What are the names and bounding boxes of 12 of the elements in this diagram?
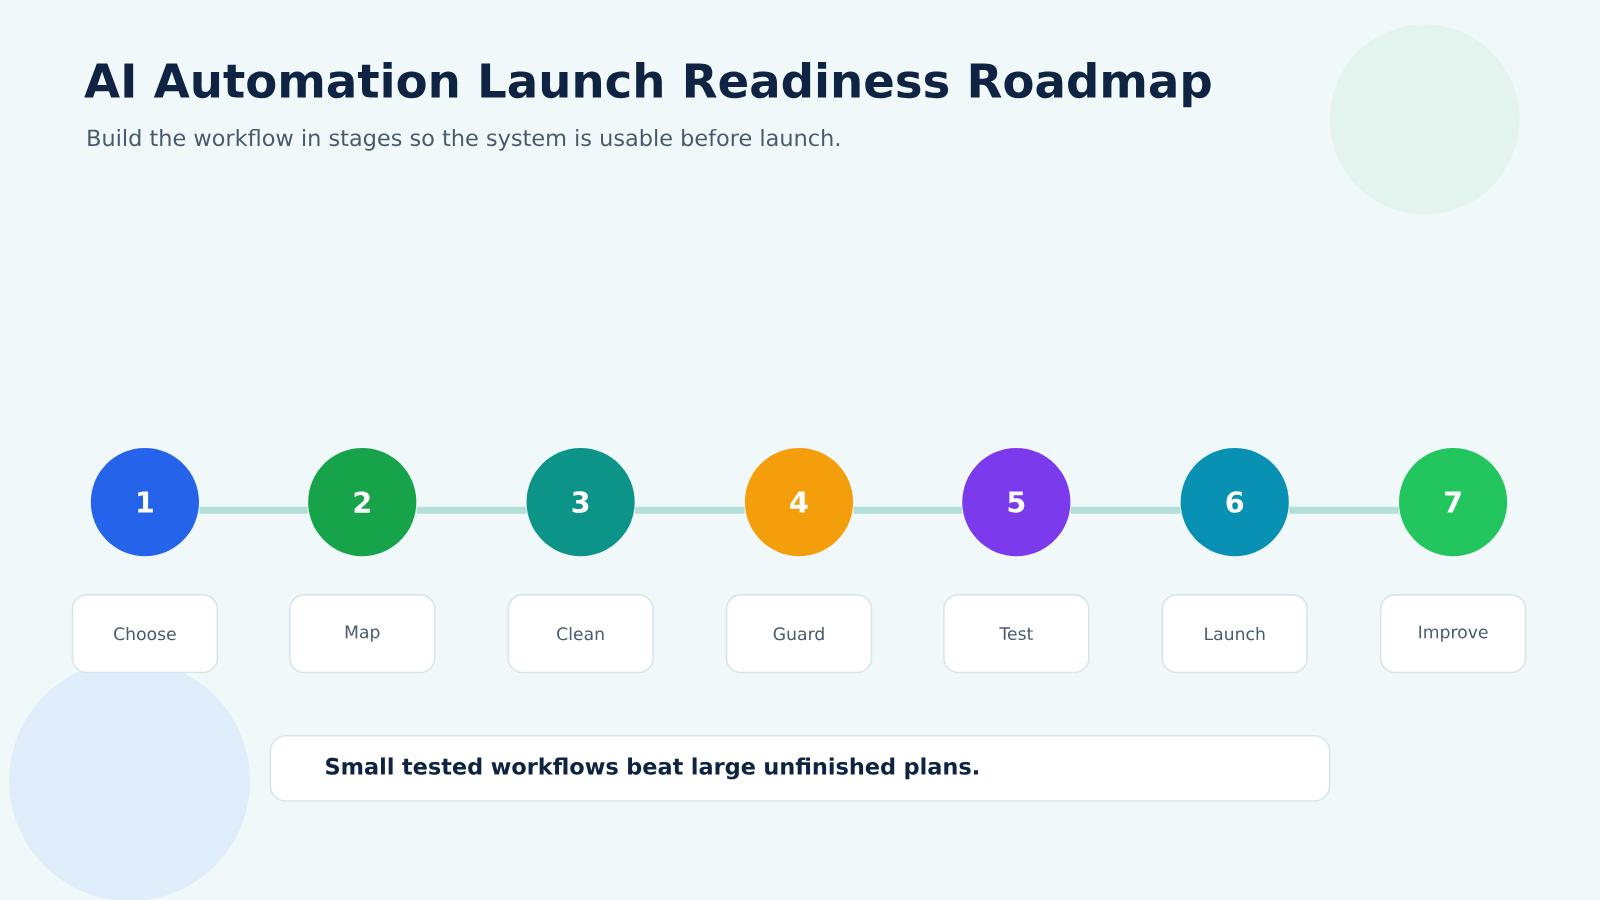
step-label-box: Test <box>943 594 1090 674</box>
subtitle: Build the workflow in stages so the system is usable before launch. <box>88 128 839 151</box>
step-label-box: Launch <box>1161 594 1308 674</box>
step-label-box: Improve <box>1379 594 1527 674</box>
step-label-box: Choose <box>71 594 219 674</box>
connector-line <box>1070 506 1181 514</box>
step-label-box: Map <box>289 594 436 674</box>
step-label-box: Guard <box>725 594 873 674</box>
note-box: Small tested workflows beat large unfinished plans. <box>269 734 1331 802</box>
connector-line <box>416 506 527 514</box>
title: AI Automation Launch Readiness Roadmap <box>84 62 1211 108</box>
step-label-box: Clean <box>507 594 654 674</box>
